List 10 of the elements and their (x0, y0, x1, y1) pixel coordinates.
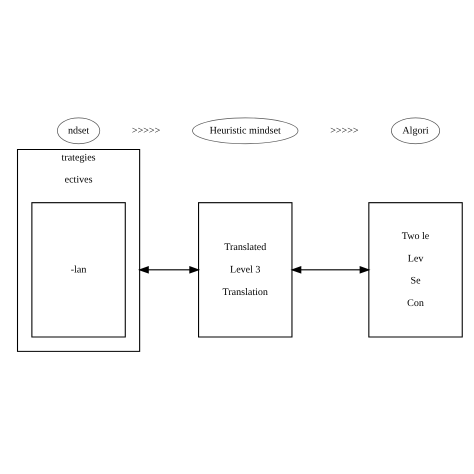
node-ellipse: Heuristic mindset (192, 117, 298, 144)
arrow (138, 266, 200, 274)
node-ellipse: ndset (57, 117, 100, 144)
arrow (290, 266, 370, 274)
node-box: -lan (31, 202, 126, 338)
node-box: Translated Level 3 Translation (198, 202, 292, 338)
node-box: Two le Lev Se Con (368, 202, 463, 338)
label: >>>>> (330, 124, 359, 136)
node-ellipse: Algori (391, 117, 440, 144)
label: >>>>> (132, 124, 160, 136)
